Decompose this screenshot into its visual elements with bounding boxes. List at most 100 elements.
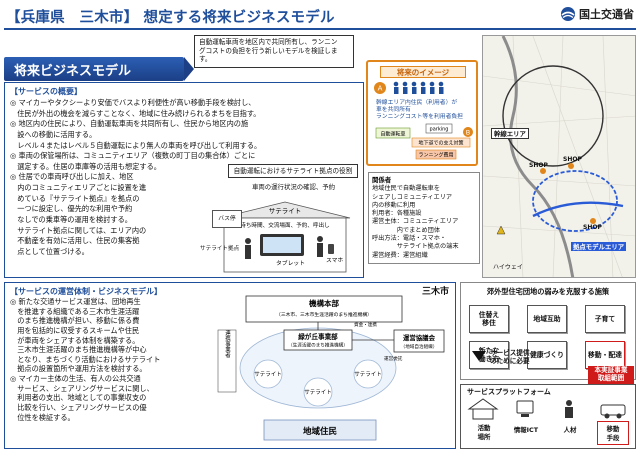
summary-line: 内のコミュニティエリアごとに設置を進 bbox=[10, 183, 147, 193]
person-body-icon bbox=[245, 245, 251, 259]
council-sub-label: （地域自治組織） bbox=[401, 343, 438, 350]
platform-icons bbox=[467, 398, 626, 420]
hq-sub-label: （三木市、三木市生涯活躍のまち推進機構） bbox=[276, 311, 372, 318]
ops-line: 三木市生涯活躍のまち推進機構等が中心 bbox=[10, 345, 147, 355]
stakeholder-line: 運営経費：運営組織 bbox=[372, 251, 428, 259]
satellite-node-label: サテライト bbox=[254, 371, 282, 378]
office-sub-label: （生涯活躍のまち推進機構） bbox=[288, 342, 348, 349]
stakeholder-line: 内の移動に利用 bbox=[372, 201, 416, 209]
future-image-title: 将来のイメージ bbox=[380, 66, 466, 78]
satellite-illustration: サテライト 待ち時間、交流場面、予約、呼出し タブレット スマホ bbox=[219, 201, 351, 273]
ops-line: となり、まちづくり活動におけるサテライト bbox=[10, 354, 161, 364]
future-image-panel: 将来のイメージ A 幹線エリア内住民（利用者）が 車を共同所有 ランニングコスト… bbox=[366, 60, 478, 166]
council-label: 運営協議会 bbox=[403, 333, 436, 342]
house-body-icon bbox=[472, 408, 494, 420]
measure-card-mobility: 移動・配達 bbox=[585, 341, 625, 369]
platform-item: 情報ICT bbox=[513, 426, 539, 434]
marker-a: A bbox=[378, 85, 383, 93]
partners-label: 連携事業者 bbox=[224, 329, 231, 359]
map-label-shop: SHOP bbox=[583, 224, 602, 231]
ops-line: 拠点の設置箇所や運用方法を検討する。 bbox=[10, 364, 147, 374]
summary-line: めている『サテライト拠点』を拠点の bbox=[10, 193, 140, 203]
map-streets bbox=[483, 36, 635, 277]
ops-line: ◎ 新たな交通サービス運営は、団地再生 bbox=[10, 297, 141, 306]
demo-scope-label: 本実証事業 取組範囲 bbox=[588, 366, 634, 384]
mlit-logo-icon bbox=[561, 7, 575, 21]
platform-item-mobility: 移動 手段 bbox=[597, 421, 629, 445]
ops-line: 比較を行い、シェアリングサービスの優 bbox=[10, 403, 147, 413]
city-label: 三木市 bbox=[422, 287, 450, 297]
satellite-role-label: 自動運転におけるサテライト拠点の役割 bbox=[228, 164, 358, 178]
satellite-node bbox=[303, 377, 333, 407]
stakeholder-line: 内でまとめ団体 bbox=[372, 226, 441, 234]
office-label: 緑が丘事業部 bbox=[298, 332, 338, 341]
note-line: 自動運転車両を地区内で共同所有し、ランニン bbox=[199, 38, 338, 46]
satellite-node bbox=[353, 359, 383, 389]
monitor-stand-icon bbox=[521, 414, 529, 417]
model-area-circle bbox=[532, 170, 618, 232]
residents-group-icon bbox=[393, 81, 444, 94]
summary-line: 不動産を有効に活用し、住民の集客拠 bbox=[10, 236, 140, 246]
ops-line: 利用者の支出、地域としての事業収支の bbox=[10, 393, 147, 403]
satellite-hub-label: サテライト拠点 bbox=[200, 246, 240, 252]
lane-tag bbox=[411, 137, 471, 148]
ops-line: 用を包括的に収受するスキームや住民 bbox=[10, 325, 140, 335]
house-icon bbox=[467, 398, 499, 410]
summary-line: ◎ マイカーやタクシーより安価でバスより利便性が高い移動手段を検討し、 bbox=[10, 98, 256, 107]
ministry-name: 国土交通省 bbox=[579, 8, 634, 21]
image-text-owners: 幹線エリア内住民（利用者）が bbox=[376, 98, 457, 106]
summary-line: ◎ 地区内の住民により、自動運転車両を共同所有し、住民から地区内の施 bbox=[10, 119, 249, 129]
map-figure bbox=[483, 36, 635, 277]
shop-marker-icon bbox=[590, 218, 596, 224]
bus-stop-sign: バス停 bbox=[212, 210, 242, 228]
page-title: 【兵庫県 三木市】 想定する将来ビジネスモデル bbox=[6, 10, 335, 26]
route-line bbox=[532, 201, 624, 218]
parking-tag bbox=[425, 123, 453, 134]
measures-panel: 郊外型住宅団地の弱みを克服する施策 住替え 移住 地域互助 子育て 新たな 働き… bbox=[460, 282, 636, 380]
ops-line: が車両をシェアする体制を構築する。 bbox=[10, 335, 140, 345]
tablet-screen-icon bbox=[263, 237, 301, 253]
platform-item: 活動 場所 bbox=[477, 424, 491, 441]
summary-heading: 【サービスの概要】 bbox=[10, 87, 82, 96]
map-label-shop: SHOP bbox=[529, 162, 548, 169]
business-model-note: 自動運転車両を地区内で共同所有し、ランニン グコストの負担を行う新しいモデルを検… bbox=[194, 35, 354, 68]
link-label-outsourcing: 運営委託 bbox=[384, 355, 403, 362]
summary-line: レベル４またはレベル５自動運転により無人の車両を呼び出して利用する。 bbox=[10, 140, 262, 150]
hq-box bbox=[245, 295, 403, 323]
wheel-icon bbox=[616, 413, 622, 419]
council-box bbox=[393, 329, 445, 353]
summary-line: 住民が外出の機会を減らすことなく、地域に住み続けられるまちを目指す。 bbox=[10, 108, 261, 118]
need-label: サービス提供 のために必要 bbox=[490, 349, 530, 365]
satellite-node-label: サテライト bbox=[354, 371, 382, 378]
area-map: 幹線エリア SHOP SHOP SHOP 拠点モデルエリア ハイウェイ bbox=[482, 35, 636, 278]
person-icon bbox=[317, 236, 323, 242]
ops-heading: 【サービスの運営体制・ビジネスモデル】 bbox=[10, 287, 162, 296]
platform-heading: サービスプラットフォーム bbox=[467, 388, 551, 396]
ops-line: 位性を検証する。 bbox=[10, 412, 75, 422]
header-rule bbox=[4, 28, 636, 30]
marker-a-icon bbox=[374, 82, 386, 94]
measures-title: 郊外型住宅団地の弱みを克服する施策 bbox=[486, 287, 610, 296]
satellite-node bbox=[253, 359, 283, 389]
autonomous-car-tag bbox=[375, 127, 411, 139]
marker-a-triangle-icon bbox=[496, 225, 506, 235]
measure-card: 健康づくり bbox=[527, 341, 567, 369]
link-label-funding: 資金・連携 bbox=[354, 321, 377, 328]
stakeholders-title: 関係者 bbox=[372, 176, 392, 184]
stakeholder-line: 地域住民で自動運転車を bbox=[372, 185, 441, 193]
map-label-shop: SHOP bbox=[563, 156, 582, 163]
org-diagram: 機構本部 （三木市、三木市生涯活躍のまち推進機構） 連携事業者 緑が丘事業部 （… bbox=[217, 295, 445, 441]
lane-label: 地下道での支え対策 bbox=[418, 140, 463, 147]
ops-line: ◎ マイカー主体の生活、有人の公共交通 bbox=[10, 374, 141, 384]
partners-box bbox=[217, 329, 237, 393]
stakeholder-line: 利用者：各種施設 bbox=[372, 210, 422, 218]
need-arrow-icon bbox=[472, 351, 486, 361]
stakeholder-line: 運営主体：コミュニティエリア bbox=[372, 218, 459, 226]
summary-line: ◎ 車両の保管場所は、コミュニティエリア（複数の町丁目の集合体）ごとに bbox=[10, 151, 256, 161]
stakeholder-line: サテライト拠点の端末 bbox=[372, 243, 459, 251]
section-ribbon: 将来ビジネスモデル bbox=[4, 57, 184, 81]
satellite-activities: 待ち時間、交流場面、予約、呼出し bbox=[240, 221, 330, 229]
ops-line: のまち推進機構が担い、移動に係る費 bbox=[10, 316, 140, 326]
residents-label: 地域住民 bbox=[303, 426, 337, 437]
ops-bullets: ◎ 新たな交通サービス運営は、団地再生 を推進する組織である三木市生涯活躍 のま… bbox=[10, 297, 206, 422]
